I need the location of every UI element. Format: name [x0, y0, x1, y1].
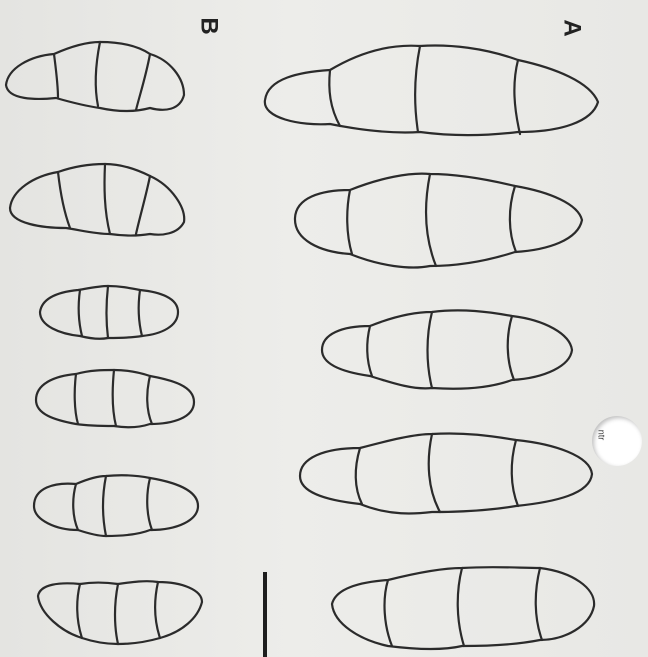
- panel-b-spore-1: [6, 42, 184, 111]
- panel-b-label: B: [195, 17, 223, 34]
- panel-b-spore-3: [40, 286, 178, 339]
- panel-b-spore-2: [10, 164, 184, 236]
- binder-hole: [592, 416, 642, 466]
- panel-a-spore-2: [295, 174, 582, 268]
- panel-b-spore-6: [38, 581, 202, 644]
- panel-b-spore-4: [36, 370, 194, 427]
- panel-b-spore-5: [34, 475, 198, 536]
- panel-a-label: A: [558, 19, 586, 36]
- panel-a-spore-3: [322, 310, 572, 388]
- panel-a-spore-4: [300, 433, 592, 513]
- panel-a-spores: [265, 46, 598, 649]
- hole-fragment-text: ntr: [596, 430, 606, 441]
- panel-b-spores: [6, 42, 202, 644]
- panel-a-spore-1: [265, 46, 598, 135]
- panel-a-spore-5: [332, 567, 594, 649]
